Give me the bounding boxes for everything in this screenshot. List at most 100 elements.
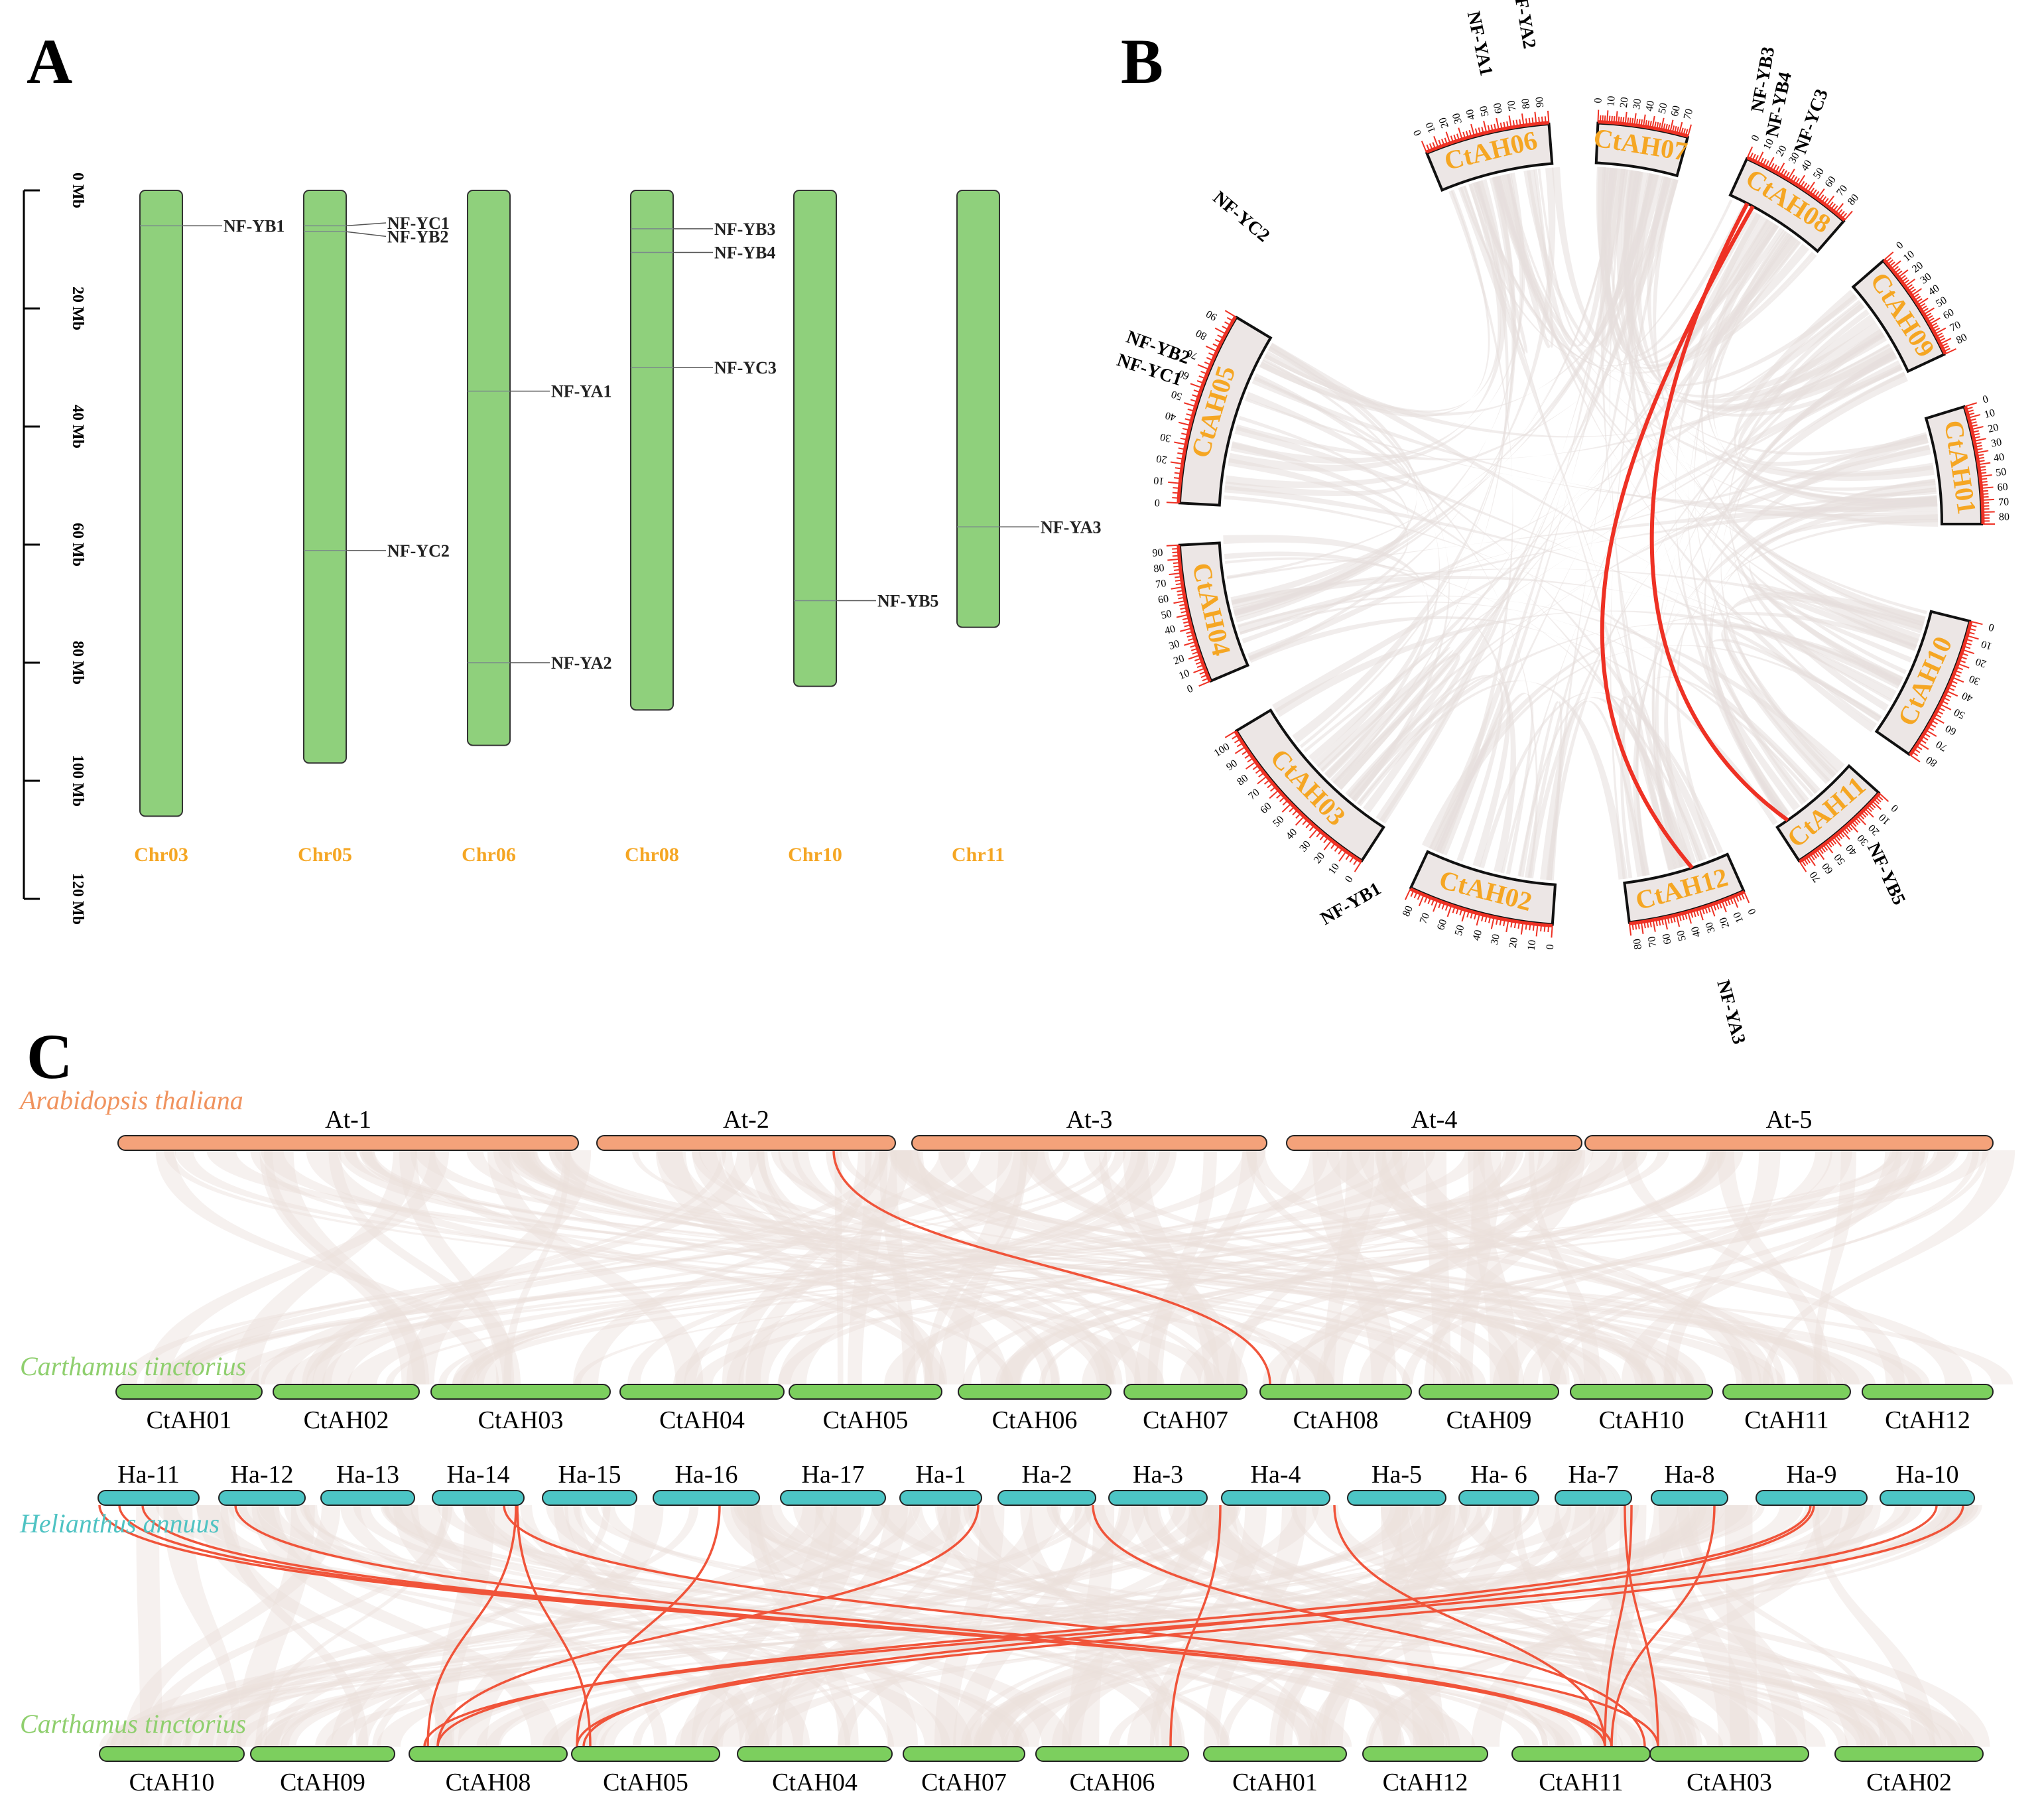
tick-mark — [1184, 641, 1196, 646]
collinearity-block — [1380, 1505, 1697, 1747]
collinearity-block — [1512, 1505, 1615, 1747]
collinearity-block — [747, 1505, 859, 1747]
tick-mark — [1613, 116, 1616, 123]
tick-mark — [1242, 750, 1248, 756]
tick-mark — [1461, 909, 1466, 922]
tick-mark — [1180, 628, 1192, 632]
chromosome-bar — [958, 1384, 1112, 1400]
tick-mark — [1658, 122, 1661, 129]
chromosome-label: Ha- 6 — [1470, 1461, 1527, 1489]
tick-label: 50 — [1832, 852, 1848, 867]
collinearity-block — [738, 1150, 1156, 1384]
tick-mark — [1981, 490, 1989, 492]
tick-mark — [1345, 853, 1351, 860]
collinearity-block — [458, 1505, 664, 1747]
gene-label: NF-YC1 — [387, 214, 450, 233]
collinearity-block — [509, 1150, 2013, 1384]
tick-label: 20 — [1437, 116, 1451, 130]
chromosome-bar — [911, 1135, 1267, 1151]
tick-mark — [1943, 348, 1950, 352]
chromosome-label: Ha-5 — [1372, 1461, 1422, 1489]
tick-mark — [1470, 911, 1474, 919]
collinearity-block — [1359, 1150, 1774, 1384]
tick-mark — [1190, 383, 1202, 389]
collinearity-block — [753, 1505, 919, 1747]
collinearity-block — [1596, 1505, 1647, 1747]
tick-mark — [1903, 279, 1909, 285]
chromosome-bar — [115, 1384, 263, 1400]
tick-mark — [1757, 151, 1764, 163]
tick-mark — [1196, 379, 1204, 384]
tick-mark — [1966, 409, 1974, 413]
collinearity-block — [1724, 1505, 1758, 1747]
tick-mark — [1528, 117, 1531, 125]
tick-mark — [1975, 444, 1982, 448]
tick-mark — [1417, 893, 1421, 900]
tick-mark — [1547, 925, 1550, 933]
ct-top-chr-ctah11: CtAH11 — [1722, 1384, 1851, 1434]
tick-mark — [1519, 119, 1521, 126]
tick-label: 0 — [1889, 802, 1901, 814]
synteny-ribbon — [1704, 638, 1882, 811]
tick-mark — [1874, 799, 1880, 805]
tick-mark — [1799, 861, 1807, 872]
tick-mark — [1319, 834, 1325, 840]
chromosome-bar — [467, 190, 511, 746]
ha-chr-ha-2: Ha-2 — [997, 1461, 1096, 1506]
tick-mark — [1433, 900, 1438, 912]
tick-mark — [1532, 923, 1535, 931]
tick-mark — [1234, 738, 1241, 744]
tick-mark — [1946, 690, 1958, 697]
tick-mark — [1180, 607, 1187, 610]
tick-mark — [1640, 921, 1644, 934]
tick-mark — [1972, 433, 1980, 436]
tick-mark — [1879, 793, 1889, 802]
tick-mark — [1812, 852, 1817, 859]
collinearity-block — [258, 1505, 1624, 1747]
tick-scale-arc — [1598, 120, 1689, 138]
tick-mark — [1338, 850, 1347, 862]
tick-mark — [1885, 257, 1892, 263]
tick-scale-arc — [1909, 621, 1973, 756]
tick-mark — [1866, 806, 1872, 813]
tick-label: 60 — [1997, 482, 2008, 494]
tick-mark — [1898, 269, 1909, 278]
collinearity-block — [574, 1150, 1959, 1384]
chromosome-bar — [780, 1490, 886, 1506]
tick-label: 20 — [1618, 97, 1631, 109]
tick-label: 20 — [1774, 144, 1789, 159]
collinearity-block — [255, 1505, 448, 1747]
collinearity-block — [1204, 1505, 1307, 1747]
collinearity-block — [1366, 1505, 1866, 1747]
tick-mark — [1179, 604, 1186, 606]
tick-mark — [1917, 297, 1929, 306]
tick-mark — [1803, 858, 1809, 865]
tick-mark — [1445, 131, 1451, 144]
tick-mark — [1214, 338, 1222, 344]
collinearity-block — [1676, 1505, 1807, 1747]
tick-label: 10 — [1980, 638, 1993, 652]
collinearity-block — [1206, 1505, 1702, 1747]
ha-chr-ha-15: Ha-15 — [542, 1461, 637, 1506]
tick-label: 20 — [1312, 850, 1327, 866]
chromosome-label: Chr03 — [134, 844, 188, 866]
tick-mark — [1935, 713, 1942, 718]
tick-mark — [1512, 120, 1515, 127]
collinearity-block — [415, 1150, 1930, 1384]
collinearity-block — [554, 1150, 1860, 1384]
at-chr-at-4: At-4 — [1286, 1106, 1582, 1151]
tick-mark — [1663, 123, 1666, 131]
collinearity-block — [516, 1150, 1462, 1384]
collinearity-block — [756, 1150, 1060, 1384]
collinearity-block — [743, 1505, 1582, 1747]
chromosome-label: CtAH06 — [992, 1406, 1078, 1434]
tick-mark — [1935, 327, 1947, 335]
tick-mark — [1649, 920, 1652, 927]
tick-label: 50 — [1675, 929, 1689, 943]
chromosome-map: Chr03NF-YB1Chr05NF-YC1NF-YB2NF-YC2Chr06N… — [134, 190, 1101, 866]
tick-mark — [1821, 196, 1827, 203]
tick-mark — [1547, 110, 1550, 123]
tick-mark — [1816, 849, 1825, 860]
tick-mark — [1922, 308, 1929, 312]
